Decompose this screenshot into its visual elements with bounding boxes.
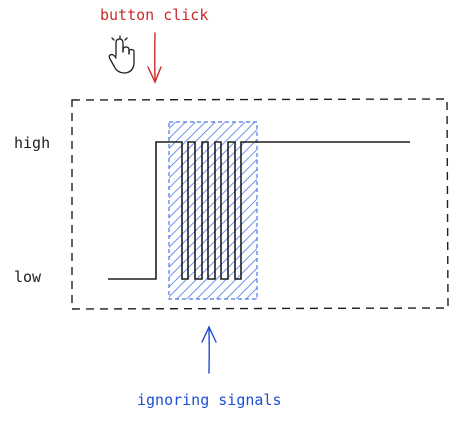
signal-frame [71,98,449,310]
ignoring-signals-label: ignoring signals [137,391,282,409]
button-click-arrow [147,32,162,84]
low-level-label: low [14,268,42,286]
high-level-label: high [14,134,50,152]
hand-pointer-icon [108,35,135,74]
signal-waveform [108,141,410,280]
ignoring-signals-arrow [201,325,217,374]
ignored-region [168,121,258,300]
button-click-label: button click [100,6,208,24]
